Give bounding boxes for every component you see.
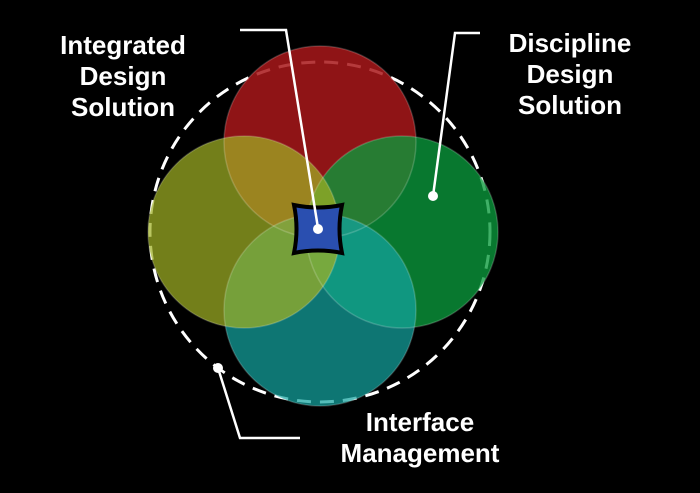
integrated-design-solution-label: Integrated Design Solution bbox=[48, 30, 198, 123]
integrated-line-1: Integrated bbox=[60, 30, 186, 60]
discipline-design-solution-label: Discipline Design Solution bbox=[490, 28, 650, 121]
left-circle bbox=[148, 136, 340, 328]
discipline-line-2: Design bbox=[526, 59, 614, 89]
interface-leader-dot bbox=[213, 363, 223, 373]
integrated-leader-dot bbox=[313, 224, 323, 234]
integrated-line-3: Solution bbox=[71, 92, 175, 122]
discipline-leader-line bbox=[431, 31, 480, 197]
interface-leader-line bbox=[216, 367, 300, 440]
discipline-line-3: Solution bbox=[518, 90, 622, 120]
discipline-leader-dot bbox=[428, 191, 438, 201]
interface-line-1: Interface bbox=[365, 407, 475, 437]
interface-management-label: Interface Management bbox=[320, 407, 520, 469]
circle-group bbox=[148, 46, 498, 406]
discipline-line-1: Discipline bbox=[508, 28, 632, 58]
integrated-line-2: Design bbox=[79, 61, 167, 91]
interface-line-2: Management bbox=[340, 438, 500, 468]
integrated-leader-line bbox=[240, 28, 320, 229]
